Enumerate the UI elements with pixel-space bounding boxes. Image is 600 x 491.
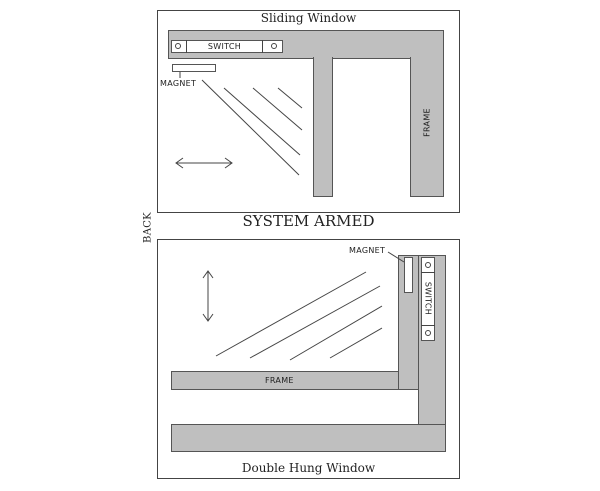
frame-joint-fill	[399, 372, 417, 389]
switch-divider	[186, 40, 187, 53]
sliding-magnet-label: MAGNET	[160, 79, 197, 88]
frame-joint-fill	[419, 425, 445, 451]
glass-reflection-line	[215, 271, 367, 357]
horizontal-double-arrow-icon	[175, 157, 233, 169]
glass-reflection-line	[289, 305, 383, 361]
glass-reflection-line	[329, 327, 383, 359]
sliding-magnet	[172, 64, 216, 72]
sliding-switch	[171, 40, 283, 53]
sliding-window-title: Sliding Window	[260, 11, 357, 25]
double-hung-window-title: Double Hung Window	[241, 461, 376, 475]
glass-reflection-line	[223, 87, 301, 156]
glass-reflection-line	[249, 285, 381, 359]
sliding-switch-screw-right	[271, 43, 277, 49]
double-hung-switch-screw-top	[425, 262, 431, 268]
sliding-switch-screw-left	[175, 43, 181, 49]
double-hung-frame-label: FRAME	[265, 376, 294, 385]
double-hung-magnet	[404, 257, 413, 293]
switch-divider	[421, 272, 435, 273]
double-hung-magnet-label: MAGNET	[349, 246, 386, 255]
sliding-frame-right-stile	[410, 57, 444, 197]
frame-joint-fill-right	[411, 58, 443, 60]
double-hung-switch-screw-bottom	[425, 330, 431, 336]
double-hung-frame-bottom	[171, 424, 446, 452]
glass-reflection-line	[277, 87, 303, 109]
switch-divider	[262, 40, 263, 53]
sliding-frame-left-stile	[313, 57, 333, 197]
sliding-sash-top-edge	[169, 58, 332, 59]
vertical-double-arrow-icon	[202, 270, 214, 322]
frame-inner-edge	[418, 255, 419, 425]
glass-reflection-line	[252, 87, 303, 131]
double-hung-switch	[421, 257, 435, 341]
frame-joint-fill	[314, 58, 332, 60]
magnet-leader-line	[387, 251, 405, 263]
switch-divider	[421, 325, 435, 326]
sliding-switch-label: SWITCH	[207, 42, 242, 51]
system-armed-label: SYSTEM ARMED	[242, 212, 375, 230]
glass-reflection-line	[201, 79, 300, 176]
sliding-opening-top-edge	[332, 58, 411, 59]
